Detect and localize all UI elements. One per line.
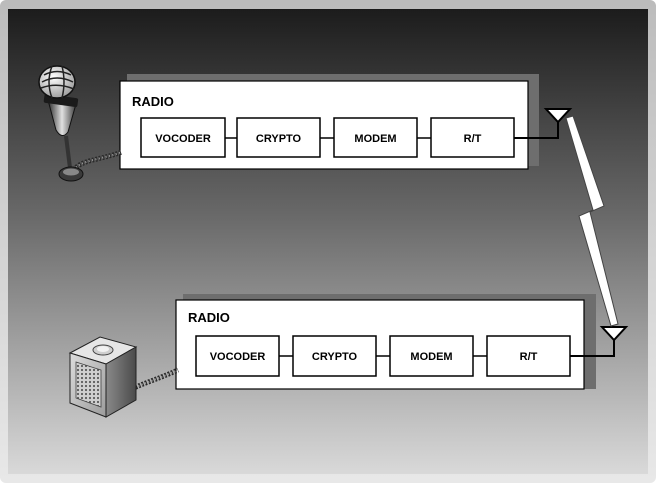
bottom-antenna-icon bbox=[570, 326, 629, 357]
top-block-crypto-label: CRYPTO bbox=[256, 133, 302, 145]
bottom-radio-title: RADIO bbox=[188, 310, 230, 325]
microphone-icon bbox=[38, 65, 123, 182]
bottom-block-modem: MODEM bbox=[389, 335, 474, 377]
top-block-rt-label: R/T bbox=[464, 133, 482, 145]
bottom-block-crypto-label: CRYPTO bbox=[312, 351, 358, 363]
top-block-modem-box bbox=[333, 117, 418, 158]
bottom-block-crypto: CRYPTO bbox=[292, 335, 377, 377]
top-block-vocoder-box bbox=[140, 117, 226, 158]
bottom-block-vocoder-box bbox=[195, 335, 280, 377]
bottom-block-modem-box bbox=[389, 335, 474, 377]
bottom-block-rt-label: R/T bbox=[520, 351, 538, 363]
top-block-vocoder-label: VOCODER bbox=[155, 133, 211, 145]
bottom-block-vocoder-label: VOCODER bbox=[210, 351, 266, 363]
top-antenna-icon bbox=[514, 108, 573, 139]
top-block-modem-label: MODEM bbox=[354, 133, 396, 145]
bottom-block-modem-label: MODEM bbox=[410, 351, 452, 363]
top-radio-panel: RADIO VOCODER CRYPTO MODEM R/T bbox=[119, 74, 539, 170]
top-radio-title: RADIO bbox=[132, 94, 174, 109]
top-block-modem: MODEM bbox=[333, 117, 418, 158]
bottom-block-crypto-box bbox=[292, 335, 377, 377]
bottom-block-rt-box bbox=[486, 335, 571, 377]
top-block-rt-box bbox=[430, 117, 515, 158]
top-block-crypto-box bbox=[236, 117, 321, 158]
bottom-block-vocoder: VOCODER bbox=[195, 335, 280, 377]
bottom-radio-panel: RADIO VOCODER CRYPTO MODEM R/T bbox=[175, 294, 596, 390]
top-block-vocoder: VOCODER bbox=[140, 117, 226, 158]
bottom-block-rt: R/T bbox=[486, 335, 571, 377]
lightning-link-icon bbox=[565, 115, 619, 327]
top-block-crypto: CRYPTO bbox=[236, 117, 321, 158]
top-block-rt: R/T bbox=[430, 117, 515, 158]
speaker-icon bbox=[68, 336, 180, 418]
